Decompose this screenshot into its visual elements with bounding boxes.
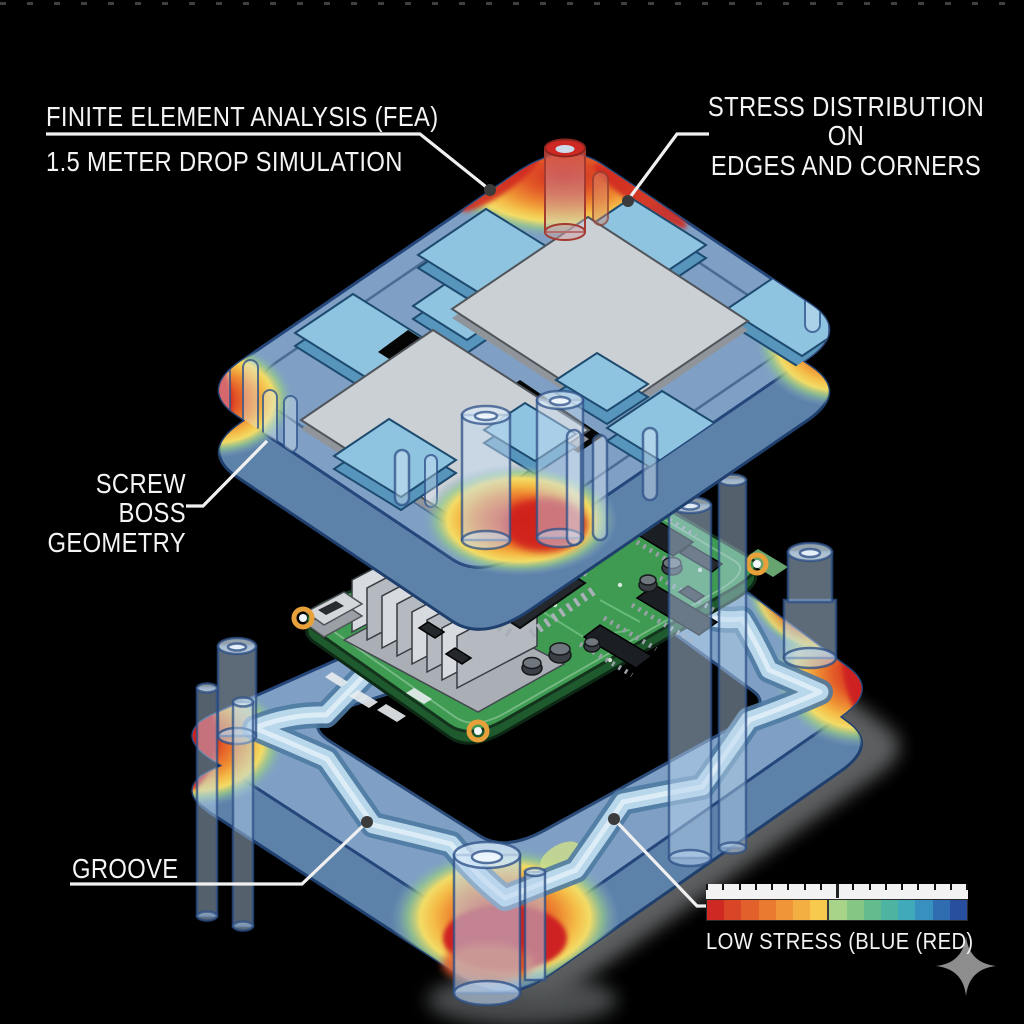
leader-stress xyxy=(626,132,709,201)
legend-tick xyxy=(787,884,790,890)
tube-left-2 xyxy=(231,696,255,932)
leader-groove xyxy=(70,821,368,886)
label-stress-distribution: STRESS DISTRIBUTION ON EDGES AND CORNERS xyxy=(660,92,1024,180)
legend-color-cell xyxy=(775,900,794,920)
legend-color-cell xyxy=(898,900,916,920)
legend-colorbar xyxy=(706,899,968,921)
sparkle-icon xyxy=(936,936,996,996)
pcb-silkscreen xyxy=(325,672,432,722)
legend-caption: LOW STRESS (BLUE (RED) xyxy=(706,928,974,954)
leader-legend xyxy=(612,817,709,908)
legend-tick xyxy=(738,884,741,890)
legend-color-cell xyxy=(793,900,811,920)
legend-tick xyxy=(949,884,952,890)
legend-tick xyxy=(901,884,903,890)
legend-color-cell xyxy=(846,900,864,920)
label-fea-line2: 1.5 METER DROP SIMULATION xyxy=(46,146,403,177)
legend-color-cell xyxy=(863,900,882,920)
exploded-boss-tubes xyxy=(195,473,748,932)
top-edge-noise xyxy=(0,2,1024,5)
label-fea-line1: FINITE ELEMENT ANALYSIS (FEA) xyxy=(46,101,439,132)
label-stress-line1: STRESS DISTRIBUTION ON xyxy=(707,91,985,152)
legend-tick xyxy=(933,884,936,890)
post-bottom xyxy=(442,840,547,1007)
leader-screw-boss xyxy=(186,439,269,508)
legend-tick xyxy=(884,884,887,890)
legend-color-cell xyxy=(932,900,950,920)
legend-tick xyxy=(803,884,806,890)
legend-tick xyxy=(771,884,773,890)
top-corner-screw-boss xyxy=(544,138,609,241)
label-screw-boss: SCREW BOSS GEOMETRY xyxy=(14,469,186,557)
legend-tick xyxy=(706,884,708,890)
legend-color-cell xyxy=(724,900,742,920)
legend-color-cell xyxy=(881,900,899,920)
legend-color-cell xyxy=(758,900,776,920)
legend-tick-strip xyxy=(706,884,968,899)
legend-tick xyxy=(819,884,822,890)
top-cover xyxy=(217,138,831,631)
label-stress-line2: EDGES AND CORNERS xyxy=(710,149,982,181)
legend-color-cell xyxy=(915,900,933,920)
legend-tick xyxy=(852,884,855,890)
cover-bottom-corner xyxy=(393,389,659,576)
legend-color-cell xyxy=(949,900,968,920)
tube-right-1 xyxy=(667,495,713,868)
post-left xyxy=(216,636,258,746)
legend-tick xyxy=(868,884,871,890)
legend-tick xyxy=(754,884,757,890)
label-groove: GROOVE xyxy=(72,853,179,884)
stress-legend: LOW STRESS (BLUE (RED) xyxy=(706,884,1010,955)
legend-tick xyxy=(917,884,920,890)
legend-color-cell xyxy=(741,900,759,920)
legend-tick xyxy=(722,884,725,890)
legend-color-cell xyxy=(707,900,725,920)
legend-color-cell xyxy=(827,900,847,920)
tube-right-2 xyxy=(717,473,748,855)
label-screw-line1: SCREW BOSS xyxy=(95,468,186,529)
tube-left-1 xyxy=(195,682,219,922)
leader-dots xyxy=(361,184,634,828)
legend-tick xyxy=(966,884,968,890)
label-screw-line2: GEOMETRY xyxy=(47,526,186,558)
legend-color-cell xyxy=(810,900,828,920)
legend-tick xyxy=(836,884,839,898)
post-top-right xyxy=(782,541,838,670)
leader-fea xyxy=(46,132,491,192)
tray-screw-posts xyxy=(216,541,838,1007)
leader-lines xyxy=(46,132,709,908)
usb-connector xyxy=(304,591,364,638)
